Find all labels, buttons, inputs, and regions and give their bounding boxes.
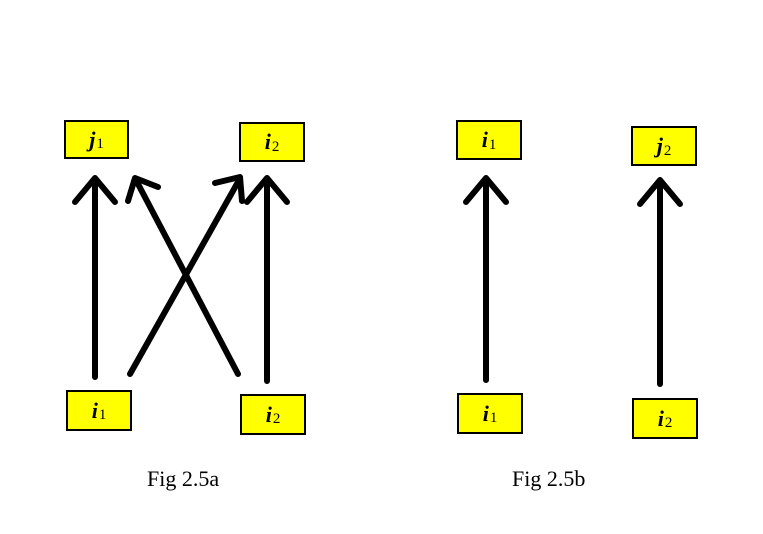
fig-a-node-i2-bottom-letter: i [265,401,272,427]
fig-b-caption: Fig 2.5b [512,466,586,491]
fig-b-node-i1-top-letter: i [481,127,488,152]
fig-b-node-i2-bottom-sub: 2 [664,415,673,431]
fig-a-arrow-i1-i2 [127,179,241,377]
fig-b-node-i1-bottom-letter: i [482,400,489,426]
fig-a-node-i1-letter: i [91,397,98,423]
fig-b-node-i1-bottom-sub: 1 [489,410,498,426]
fig-b-node-j2-sub: 2 [663,142,672,159]
fig-a-node-i2-bottom-sub: 2 [272,411,281,427]
fig-b-arrows [463,175,683,387]
fig-a-arrowhead-i2-j1 [125,175,161,204]
fig-a-node-i2-top-letter: i [264,129,271,154]
fig-a-arrowhead-i1-i2 [212,174,245,204]
fig-a-arrowhead-i1-j1 [72,175,118,205]
fig-b-node-i1-top-sub: 1 [488,136,497,153]
fig-a-node-j1-letter: j [89,126,96,152]
fig-b-node-i2-bottom-letter: i [657,405,664,431]
fig-a-arrows [72,174,290,384]
fig-b-node-j2-letter: j [656,133,663,158]
fig-a-arrow-i2-j1 [134,179,241,377]
fig-a-node-i2-top-sub: 2 [271,138,280,155]
fig-b-arrowhead-right [637,177,683,207]
fig-a-node-j1-sub: 1 [96,136,104,152]
fig-a-node-i1-sub: 1 [98,407,107,423]
fig-b-arrowhead-left [463,175,509,205]
fig-a-arrowhead-i2-i2 [244,175,290,205]
fig-a-caption: Fig 2.5a [147,466,220,491]
